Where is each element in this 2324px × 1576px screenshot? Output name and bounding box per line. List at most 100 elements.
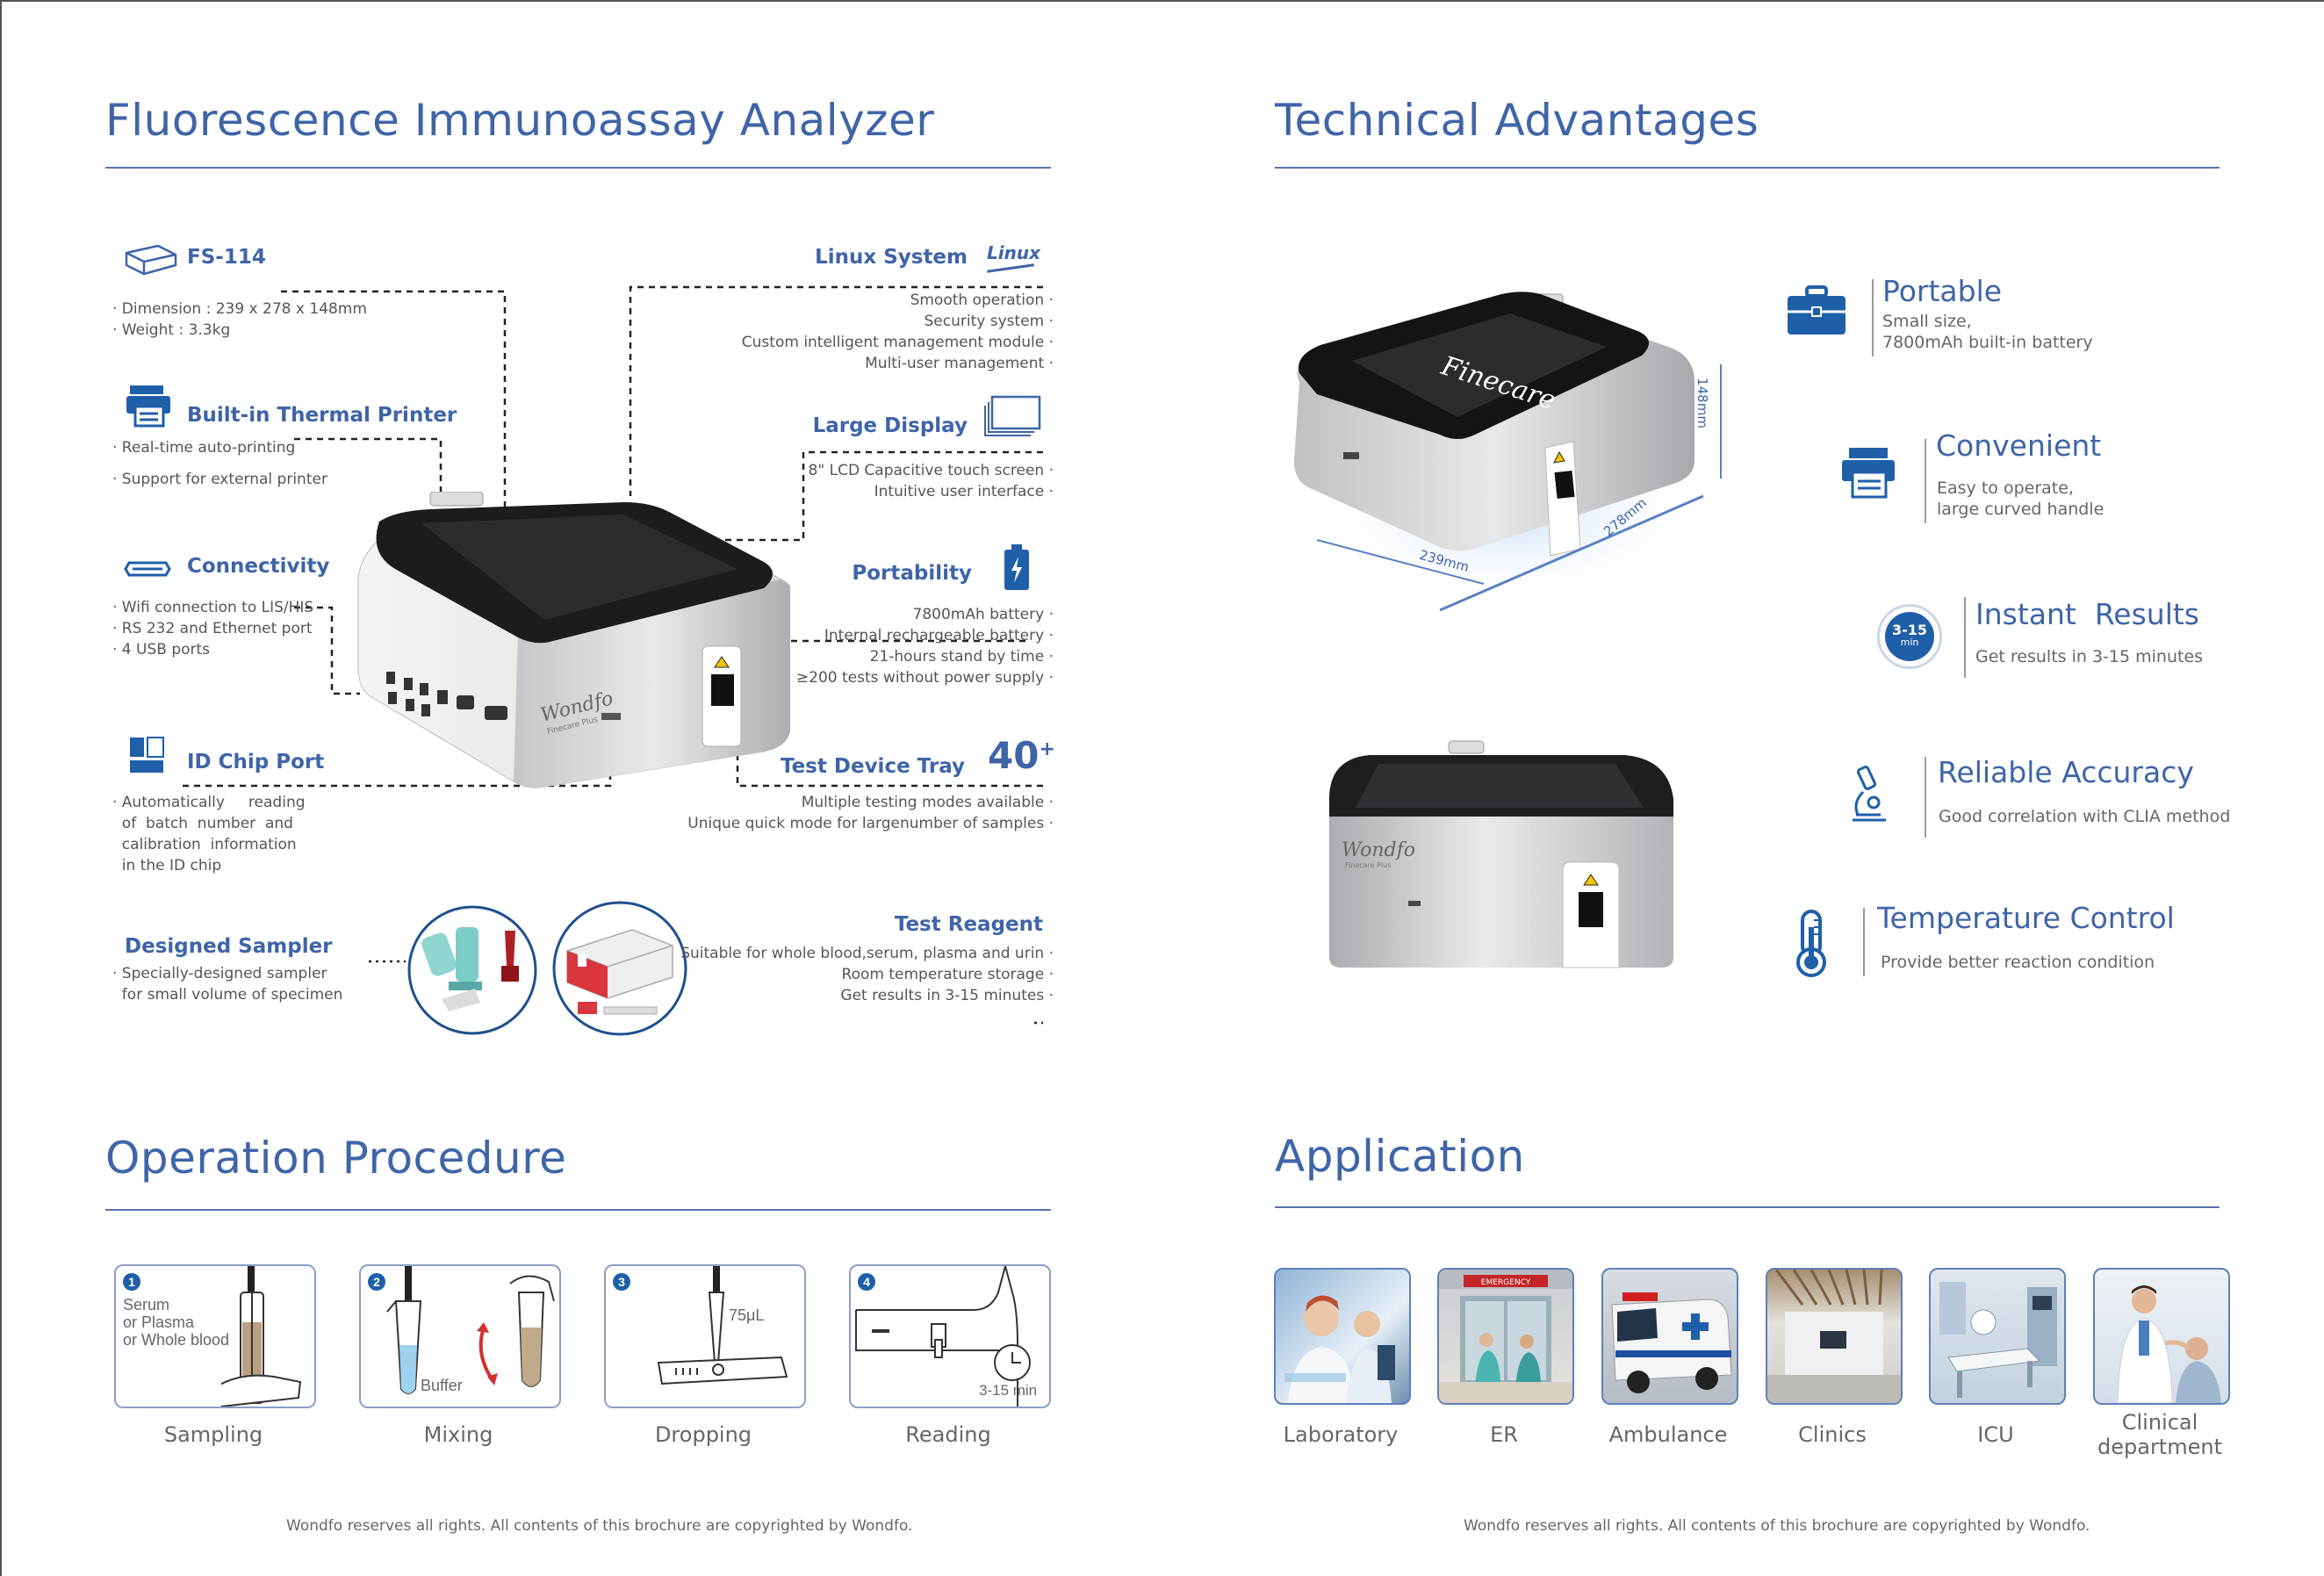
analyzer-device-front-view: Wondfo Finecare Plus: [1329, 740, 1673, 968]
adv-divider-5: [1863, 908, 1865, 976]
portability-line-1: 7800mAh battery ·: [912, 606, 1054, 623]
step-number-3: 3: [613, 1273, 630, 1291]
application-title-rule: [1275, 1206, 2220, 1208]
timer-badge-sub: min: [1900, 637, 1919, 648]
connectivity-line-1: · Wifi connection to LIS/HIS: [112, 599, 314, 616]
sampler-line-1: · Specially-designed sampler: [112, 965, 327, 982]
front-model-text: Finecare Plus: [1345, 861, 1391, 869]
mixing-illustration: [386, 1266, 555, 1394]
tray-line-1: Multiple testing modes available ·: [801, 794, 1054, 811]
portability-name: Portability: [852, 562, 972, 585]
id-chip-line-2: of batch number and: [112, 815, 293, 832]
adv-convenient-title: Convenient: [1936, 428, 2102, 463]
step-number-4: 4: [858, 1273, 875, 1291]
timer-icon-inner: 3-15 min: [1885, 612, 1934, 661]
adv-convenient-line-2: large curved handle: [1937, 500, 2105, 519]
linux-line-2: Security system ·: [924, 313, 1054, 330]
step-mixing-box: 2 Buffer: [359, 1264, 561, 1408]
linux-logo: Linux: [987, 242, 1040, 263]
reagent-line-1: Suitable for whole blood,serum, plasma a…: [680, 945, 1054, 962]
doctor-patient-illustration: [2117, 1285, 2221, 1403]
tray-name: Test Device Tray: [780, 755, 965, 778]
step-sampling-box: 1 Serum or Plasma or Whole blood: [114, 1264, 316, 1408]
step-sampling-label: Sampling: [163, 1422, 263, 1447]
id-chip-line-4: in the ID chip: [112, 857, 222, 874]
adv-instant-title: Instant Results: [1975, 597, 2199, 631]
reagent-line-3: Get results in 3-15 minutes ·: [840, 987, 1054, 1004]
connectivity-name: Connectivity: [187, 555, 330, 578]
linux-line-1: Smooth operation ·: [910, 291, 1054, 309]
er-sign-text: EMERGENCY: [1481, 1278, 1531, 1287]
printer-line-2: · Support for external printer: [112, 471, 327, 488]
printer-icon: [1842, 448, 1895, 499]
thermal-printer-icon: [126, 385, 170, 428]
fs114-line-1: · Dimension : 239 x 278 x 148mm: [112, 300, 367, 318]
connectivity-line-2: · RS 232 and Ethernet port: [112, 620, 313, 637]
linux-name: Linux System: [815, 246, 968, 269]
tray-badge: 40+: [988, 734, 1055, 777]
app-icu-label: ICU: [1977, 1422, 2014, 1447]
er-scene-illustration: EMERGENCY: [1439, 1270, 1572, 1403]
printer-line-1: · Real-time auto-printing: [112, 439, 296, 457]
step-reading-label: Reading: [905, 1422, 991, 1447]
reading-note: 3-15 min: [979, 1382, 1038, 1399]
reagent-kit-image: [552, 901, 687, 1036]
app-ambulance-label: Ambulance: [1608, 1422, 1728, 1447]
connectivity-line-3: · 4 USB ports: [112, 641, 211, 658]
analyzer-outline-icon: [125, 244, 177, 276]
adv-temperature-title: Temperature Control: [1877, 901, 2175, 935]
dim-height: 148mm: [1694, 378, 1710, 428]
icu-room-illustration: [1939, 1282, 2057, 1398]
adv-portable-title: Portable: [1882, 274, 2003, 308]
analyzer-device-back-view: Wondfo Finecare Plus: [357, 492, 790, 788]
adv-accuracy-line-1: Good correlation with CLIA method: [1939, 807, 2231, 826]
portability-line-3: 21-hours stand by time ·: [869, 648, 1054, 666]
display-screens-icon: [984, 395, 1041, 436]
adv-accuracy-title: Reliable Accuracy: [1938, 755, 2194, 789]
app-clinical-department-label: Clinical department: [2097, 1410, 2222, 1459]
sampler-line-2: for small volume of specimen: [112, 986, 343, 1004]
app-laboratory-label: Laboratory: [1283, 1422, 1399, 1447]
sampling-note-1: Serum: [123, 1296, 170, 1313]
battery-icon: [1004, 544, 1029, 590]
app-clinical-department-image: [2093, 1268, 2230, 1405]
sampler-name: Designed Sampler: [125, 935, 333, 958]
timer-badge: 3-15: [1891, 622, 1928, 638]
sampling-note-2: or Plasma: [123, 1313, 195, 1331]
app-clinics-image: [1766, 1268, 1903, 1405]
mixing-note: Buffer: [421, 1377, 463, 1394]
adv-portable-line-1: Small size,: [1882, 312, 1972, 331]
dropping-note: 75μL: [729, 1306, 765, 1324]
left-footer: Wondfo reserves all rights. All contents…: [286, 1517, 913, 1535]
port-icon: [124, 561, 171, 577]
reagent-line-2: Room temperature storage ·: [841, 966, 1054, 983]
id-chip-name: ID Chip Port: [187, 751, 325, 774]
analyzer-title: Fluorescence Immunoassay Analyzer: [105, 95, 935, 146]
adv-divider-4: [1925, 757, 1926, 838]
display-line-1: 8" LCD Capacitive touch screen ·: [808, 462, 1054, 479]
analyzer-title-rule: [105, 167, 1051, 169]
id-chip-icon: [130, 737, 164, 773]
step-dropping-box: 3 75μL: [604, 1264, 806, 1408]
operation-title-rule: [105, 1209, 1051, 1211]
display-line-2: Intuitive user interface ·: [874, 483, 1054, 500]
sampling-note-3: or Whole blood: [123, 1331, 230, 1349]
sampling-tube-illustration: [221, 1266, 302, 1407]
application-title: Application: [1275, 1131, 1525, 1182]
ambulance-illustration: [1611, 1292, 1732, 1393]
thermometer-icon: [1796, 910, 1826, 977]
id-chip-line-1: · Automatically reading: [112, 794, 306, 811]
technical-advantages-rule: [1275, 167, 2220, 169]
fs114-line-2: · Weight : 3.3kg: [112, 321, 231, 339]
app-laboratory-image: [1274, 1268, 1411, 1405]
right-footer: Wondfo reserves all rights. All contents…: [1464, 1517, 2090, 1535]
portability-line-4: ≥200 tests without power supply ·: [795, 669, 1054, 687]
app-er-image: EMERGENCY: [1437, 1268, 1574, 1405]
reagent-name: Test Reagent: [894, 913, 1043, 936]
adv-divider-3: [1964, 597, 1966, 678]
adv-convenient-line-1: Easy to operate,: [1937, 479, 2074, 498]
briefcase-icon: [1788, 285, 1846, 335]
clinic-interior-illustration: [1767, 1270, 1901, 1403]
microscope-icon: [1853, 766, 1886, 822]
adv-instant-line-1: Get results in 3-15 minutes: [1975, 647, 2204, 666]
